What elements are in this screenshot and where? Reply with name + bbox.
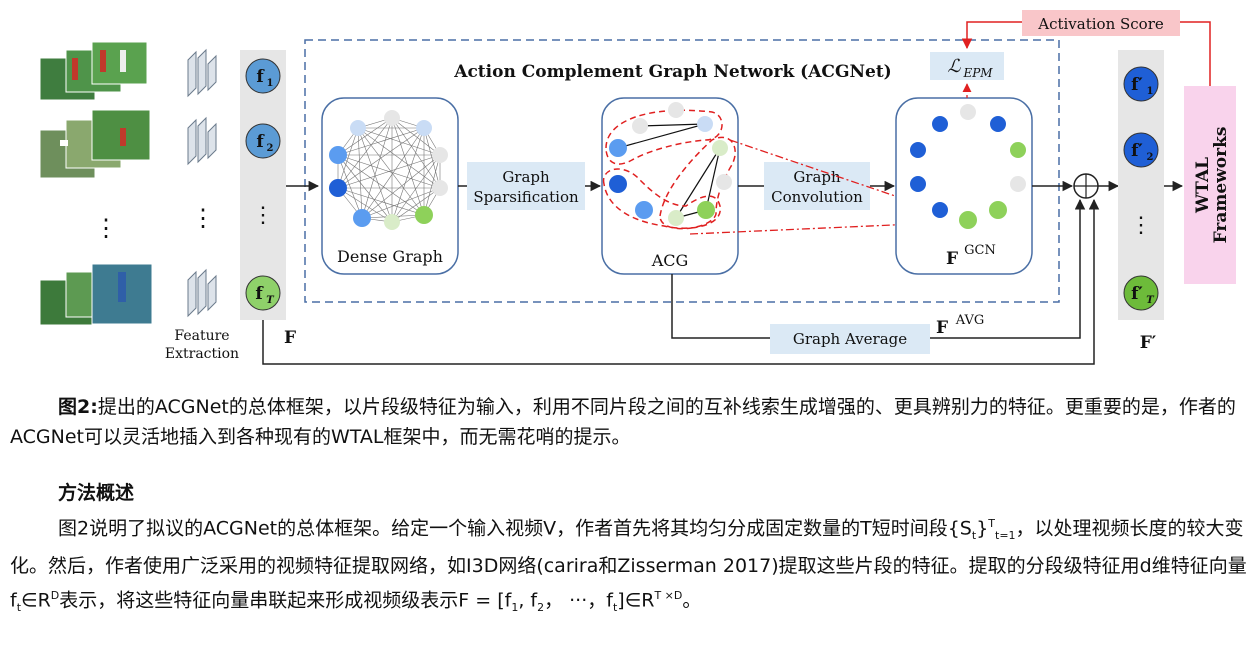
output-feature-fT: f′ T bbox=[1123, 275, 1159, 311]
section-heading: 方法概述 bbox=[58, 482, 135, 504]
svg-text:1: 1 bbox=[1147, 86, 1154, 97]
input-feature-column bbox=[240, 50, 286, 320]
acgnet-frame bbox=[304, 39, 1060, 303]
graph-sparsification-label-1: Graph bbox=[502, 168, 550, 186]
input-feature-ellipsis: ⋮ bbox=[252, 203, 274, 228]
loss-box bbox=[930, 52, 1004, 80]
input-feature-fT: f T bbox=[245, 275, 281, 311]
svg-text:AVG: AVG bbox=[955, 313, 985, 328]
svg-text:F: F bbox=[936, 318, 948, 338]
favg-label: F AVG bbox=[936, 313, 984, 338]
activation-score-label: Activation Score bbox=[1037, 15, 1164, 33]
svg-text:F: F bbox=[946, 249, 958, 269]
dense-graph-label: Dense Graph bbox=[337, 247, 443, 266]
graph-average-box bbox=[770, 324, 930, 354]
input-feature-f2: f 2 bbox=[245, 123, 281, 159]
acgnet-title: Action Complement Graph Network (ACGNet) bbox=[453, 62, 891, 82]
feature-extraction-label-2: Extraction bbox=[165, 346, 239, 362]
svg-text:⋮: ⋮ bbox=[94, 214, 118, 242]
frame-stack-1 bbox=[39, 41, 148, 101]
output-feature-ellipsis: ⋮ bbox=[1130, 213, 1152, 238]
feature-extraction-label-1: Feature bbox=[174, 328, 229, 344]
svg-text:2: 2 bbox=[1147, 152, 1154, 163]
svg-text:⋮: ⋮ bbox=[191, 204, 215, 232]
fgcn-nodes bbox=[910, 104, 1026, 229]
dense-graph-edges bbox=[337, 117, 441, 223]
svg-text:f′: f′ bbox=[1131, 141, 1143, 161]
svg-text:f: f bbox=[256, 67, 265, 87]
acg-dashed-groups bbox=[602, 109, 736, 230]
wtal-label-2: Frameworks bbox=[1211, 127, 1231, 244]
wtal-label-1: WTAL bbox=[1193, 157, 1213, 214]
fgcn-label: F GCN bbox=[946, 243, 996, 269]
section-paragraph: 图2说明了拟议的ACGNet的总体框架。给定一个输入视频V，作者首先将其均匀分成… bbox=[10, 517, 1247, 615]
graph-sparsification-box bbox=[467, 162, 585, 210]
input-feature-f1: f 1 bbox=[245, 58, 281, 94]
output-feature-f1: f′ 1 bbox=[1123, 66, 1159, 102]
svg-text:EPM: EPM bbox=[962, 66, 993, 80]
output-feature-f2: f′ 2 bbox=[1123, 132, 1159, 168]
svg-text:f: f bbox=[256, 132, 265, 152]
svg-text:f′: f′ bbox=[1131, 284, 1143, 304]
svg-text:f′: f′ bbox=[1131, 75, 1143, 95]
feature-extractor-icons bbox=[187, 48, 217, 318]
figure-caption: 图2:提出的ACGNet的总体框架，以片段级特征为输入，利用不同片段之间的互补线… bbox=[10, 392, 1250, 452]
graph-sparsification-label-2: Sparsification bbox=[473, 188, 579, 206]
acgnet-figure: ⋮ ⋮ Feature Extraction f 1 f 2 ⋮ f T F A… bbox=[39, 10, 1236, 365]
frame-stack-3 bbox=[39, 263, 153, 326]
svg-text:f: f bbox=[255, 284, 264, 304]
activation-score-box bbox=[1022, 10, 1180, 36]
f-prime-label: F′ bbox=[1140, 333, 1157, 353]
svg-text:GCN: GCN bbox=[964, 243, 996, 258]
dense-graph-nodes bbox=[329, 110, 448, 230]
method-section: 方法概述 图2说明了拟议的ACGNet的总体框架。给定一个输入视频V，作者首先将… bbox=[10, 478, 1250, 623]
graph-convolution-label-1: Graph bbox=[793, 168, 841, 186]
wtal-box bbox=[1184, 86, 1236, 284]
caption-label: 图2: bbox=[58, 396, 98, 418]
graph-average-label: Graph Average bbox=[793, 330, 907, 348]
svg-text:T: T bbox=[266, 295, 275, 306]
acg-label: ACG bbox=[651, 251, 689, 270]
graph-convolution-label-2: Convolution bbox=[771, 188, 863, 206]
svg-text:1: 1 bbox=[267, 78, 274, 89]
video-frames: ⋮ bbox=[39, 41, 153, 326]
frame-stack-2 bbox=[39, 109, 151, 179]
acg-nodes bbox=[609, 102, 732, 226]
loss-label: ℒ EPM bbox=[948, 56, 994, 80]
caption-text: 提出的ACGNet的总体框架，以片段级特征为输入，利用不同片段之间的互补线索生成… bbox=[10, 396, 1236, 448]
svg-text:2: 2 bbox=[267, 143, 274, 154]
svg-text:ℒ: ℒ bbox=[948, 56, 962, 77]
f-label: F bbox=[284, 328, 296, 348]
svg-text:T: T bbox=[1146, 295, 1155, 306]
